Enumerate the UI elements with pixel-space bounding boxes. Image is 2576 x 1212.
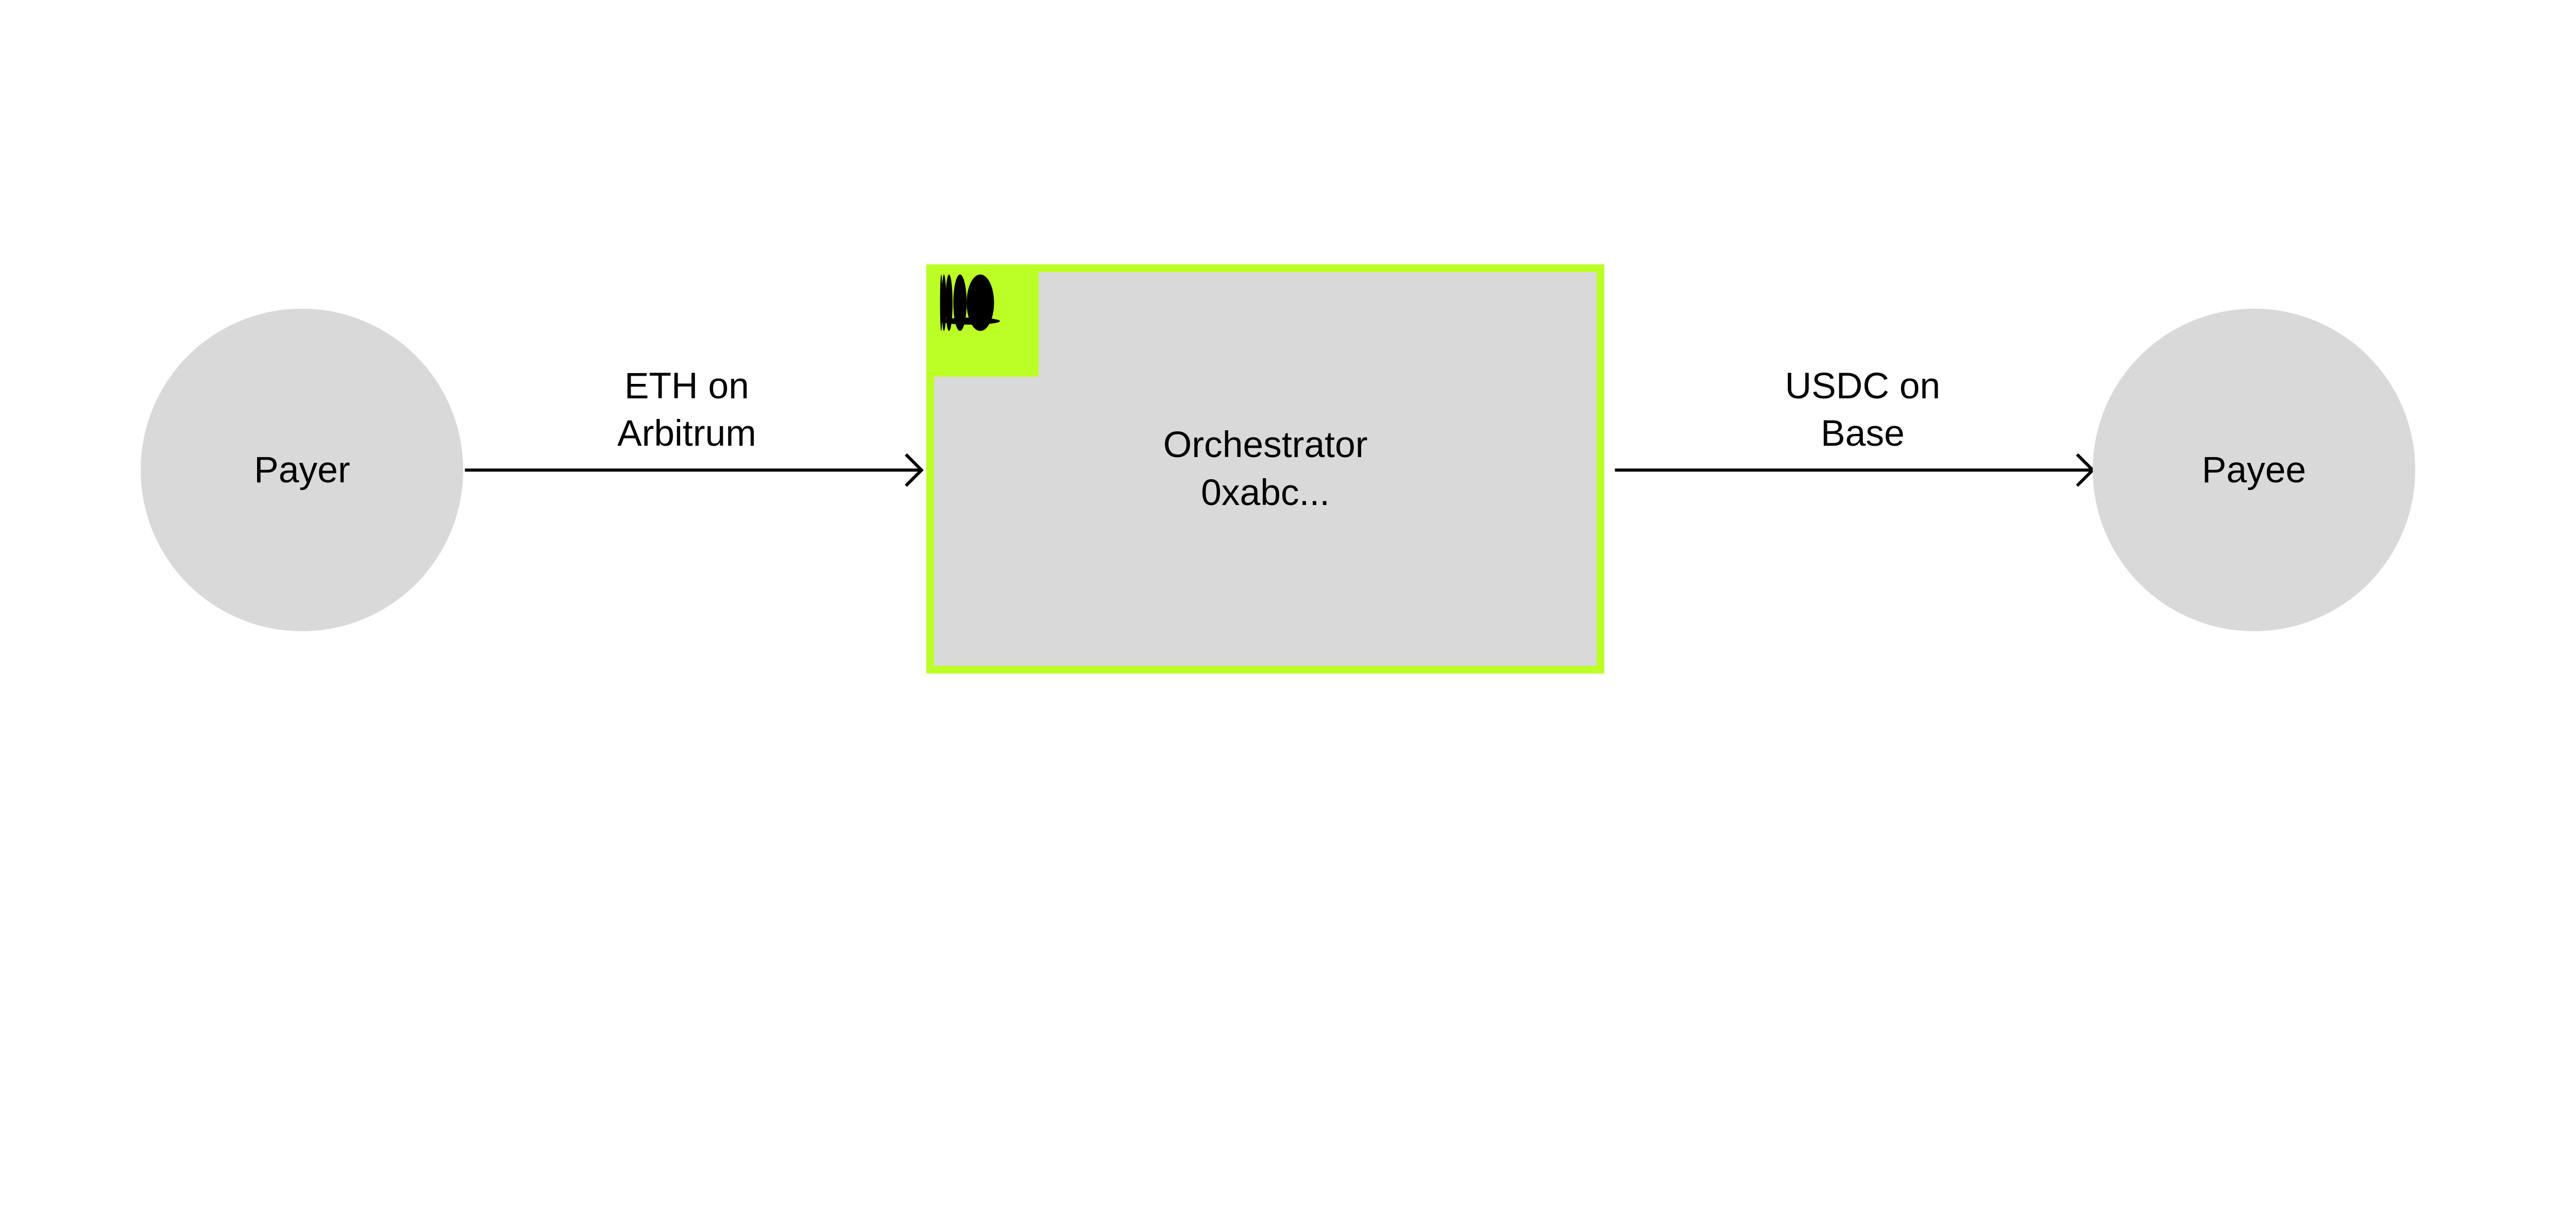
edge-label-eth-arbitrum: ETH on Arbitrum	[530, 362, 843, 458]
edge-label-line1: USDC on	[1785, 365, 1941, 407]
edge-label-line2: Arbitrum	[617, 413, 756, 454]
edge-label-line1: ETH on	[624, 365, 749, 407]
payer-node: Payer	[141, 309, 464, 632]
edge-arrows	[465, 453, 2095, 487]
payer-label: Payer	[254, 449, 350, 491]
edge-orchestrator-to-payee	[1615, 453, 2095, 487]
payee-node: Payee	[2093, 309, 2415, 632]
payee-label: Payee	[2201, 449, 2307, 491]
edge-label-line2: Base	[1821, 413, 1905, 454]
orchestrator-title: Orchestrator	[1163, 424, 1368, 466]
orchestrator-address: 0xabc...	[1201, 472, 1330, 513]
orchestrator-logo	[926, 264, 1039, 377]
ellipses-logo-icon	[940, 274, 1000, 331]
edge-label-usdc-base: USDC on Base	[1706, 362, 2020, 458]
edge-payer-to-orchestrator	[465, 453, 924, 487]
